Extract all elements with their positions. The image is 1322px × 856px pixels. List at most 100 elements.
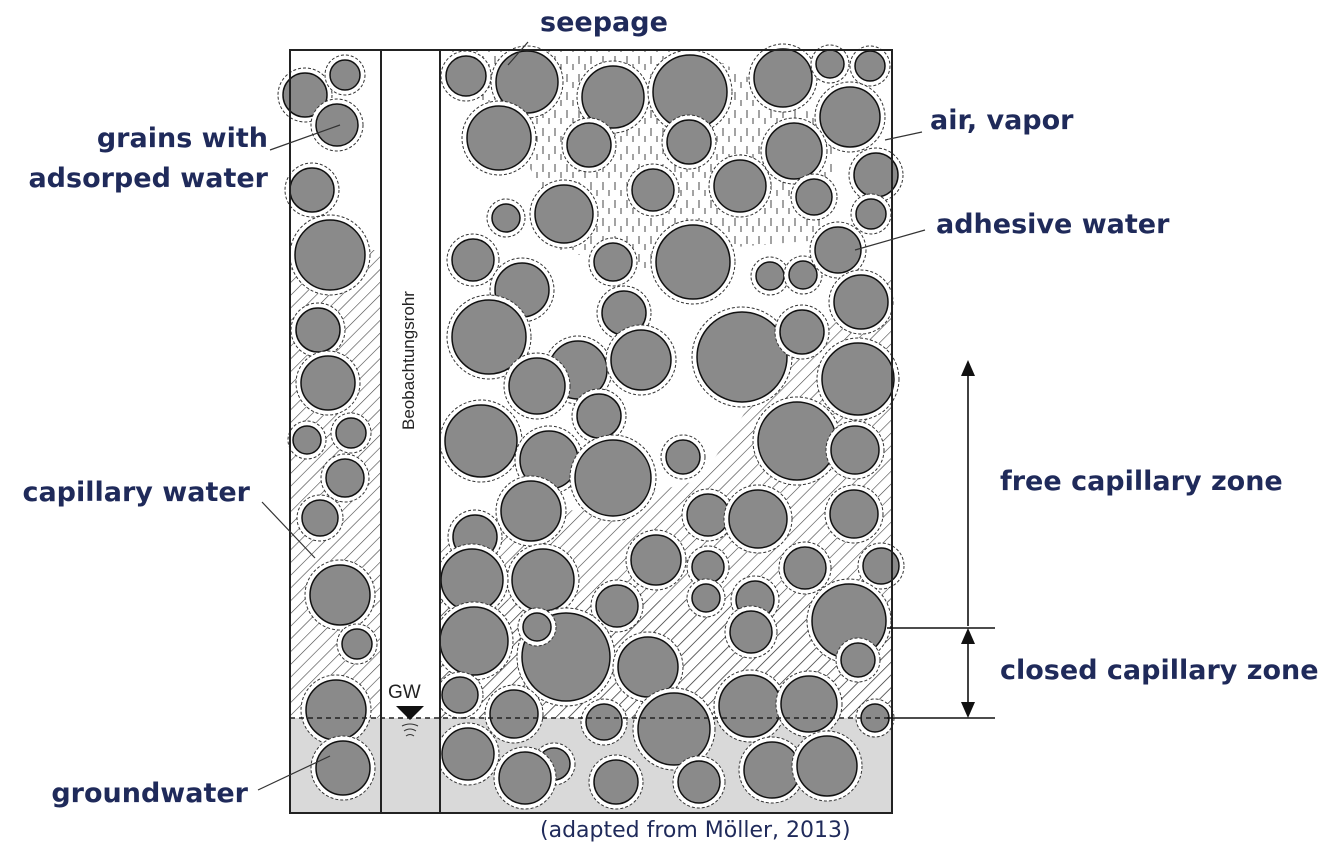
soil-grain: [728, 489, 788, 549]
soil-grain: [593, 242, 633, 282]
soil-grain: [830, 425, 880, 475]
soil-grain: [441, 676, 479, 714]
zone-arrowheads: [961, 360, 975, 718]
label-grains-line2: adsorped water: [28, 163, 268, 194]
soil-grain: [289, 167, 335, 213]
soil-grain: [630, 534, 682, 586]
soil-grain: [796, 735, 858, 797]
soil-grain: [566, 122, 612, 168]
gw-wave-icon: [401, 723, 419, 737]
label-groundwater: groundwater: [51, 778, 248, 809]
soil-grain: [522, 612, 552, 642]
soil-grain: [814, 226, 862, 274]
soil-grain: [595, 584, 639, 628]
label-air-vapor: air, vapor: [930, 105, 1074, 136]
label-adhesive-water: adhesive water: [936, 209, 1170, 240]
soil-grain: [466, 105, 532, 171]
soil-grain: [341, 628, 373, 660]
soil-grain: [757, 401, 837, 481]
soil-grain: [439, 606, 509, 676]
soil-grain: [755, 261, 785, 291]
soil-grain: [511, 548, 575, 612]
soil-grain: [677, 760, 721, 804]
label-grains-line1: grains with: [96, 123, 268, 154]
soil-grain: [295, 307, 341, 353]
soil-grain: [585, 703, 623, 741]
soil-grain: [696, 311, 788, 403]
soil-grain: [451, 299, 527, 375]
soil-grain: [325, 458, 365, 498]
soil-grain: [292, 425, 322, 455]
soil-grain: [686, 493, 730, 537]
gw-triangle-icon: [396, 706, 424, 720]
soil-grain: [780, 675, 838, 733]
soil-grain: [282, 72, 328, 118]
soil-grain: [315, 740, 371, 796]
observation-pipe: [380, 49, 441, 814]
soil-grain: [691, 550, 725, 584]
arrow-down-icon: [961, 702, 975, 718]
soil-grain: [445, 55, 487, 97]
soil-grain: [305, 679, 367, 741]
soil-grain: [329, 59, 361, 91]
label-capillary-water: capillary water: [22, 477, 250, 508]
soil-grains: [277, 43, 905, 810]
soil-grain: [753, 48, 813, 108]
soil-grain: [489, 689, 539, 739]
soil-grain: [819, 86, 881, 148]
leader-lines: [257, 41, 926, 791]
soil-grain: [637, 692, 711, 766]
soil-grain: [300, 355, 356, 411]
soil-grain: [743, 741, 801, 799]
caption-source: (adapted from Möller, 2013): [540, 818, 851, 843]
soil-grain: [631, 168, 675, 212]
soil-grain: [441, 727, 495, 781]
soil-grain: [294, 219, 366, 291]
soil-grain: [576, 393, 622, 439]
arrow-up-icon: [961, 360, 975, 376]
soil-grain: [665, 439, 701, 475]
soil-grain: [840, 642, 876, 678]
soil-grain: [309, 564, 371, 626]
soil-grain: [795, 178, 833, 216]
soil-grain: [301, 499, 339, 537]
gw-label: GW: [388, 682, 421, 703]
soil-grain: [815, 49, 845, 79]
soil-grain: [534, 184, 594, 244]
soil-grain: [335, 417, 367, 449]
soil-grain: [610, 329, 672, 391]
label-seepage: seepage: [540, 7, 668, 38]
soil-grain: [498, 751, 552, 805]
soil-grain: [691, 583, 721, 613]
soil-grain: [451, 238, 495, 282]
soil-grain: [666, 119, 712, 165]
soil-grain: [855, 198, 887, 230]
soil-grain: [783, 546, 827, 590]
soil-grain: [821, 342, 895, 416]
soil-grain: [315, 103, 359, 147]
arrow-up-icon: [961, 628, 975, 644]
soil-grain: [508, 357, 566, 415]
label-closed-capillary-zone: closed capillary zone: [1000, 655, 1319, 686]
zone-brackets: [887, 368, 995, 719]
soil-grain: [581, 65, 645, 129]
soil-grain: [765, 122, 823, 180]
soil-grain: [788, 260, 818, 290]
pipe-label: Beobachtungsrohr: [399, 291, 418, 430]
soil-grain: [617, 636, 679, 698]
soil-grain: [491, 203, 521, 233]
soil-grain: [833, 274, 889, 330]
soil-grain: [713, 159, 767, 213]
soil-grain: [444, 404, 518, 478]
soil-grain: [593, 759, 639, 805]
soil-grain: [718, 674, 782, 738]
soil-grain: [779, 309, 825, 355]
soil-column-frame: [289, 49, 893, 814]
soil-grain: [829, 489, 879, 539]
soil-grain: [500, 480, 562, 542]
soil-grain: [729, 610, 773, 654]
soil-grain: [655, 224, 731, 300]
label-free-capillary-zone: free capillary zone: [1000, 466, 1283, 497]
soil-grain: [854, 50, 886, 82]
